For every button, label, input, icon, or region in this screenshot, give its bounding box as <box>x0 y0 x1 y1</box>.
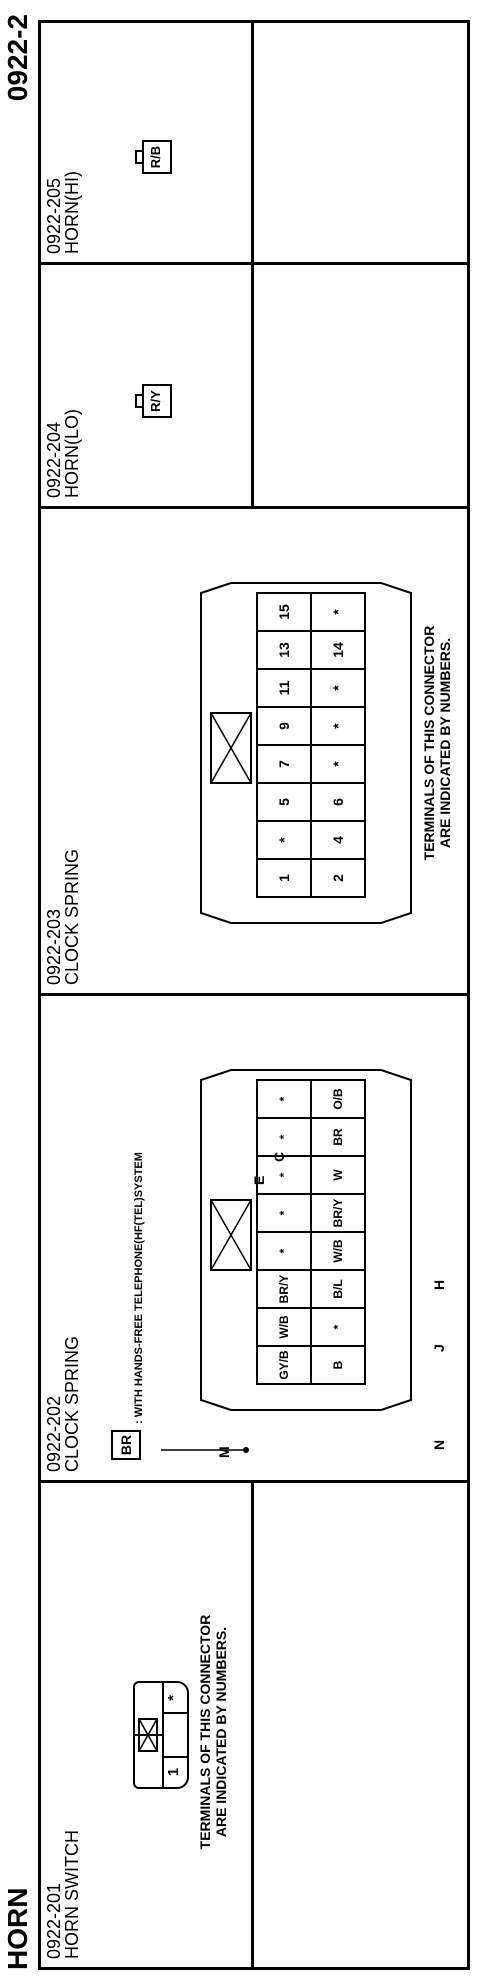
terminal-cell: 7 <box>257 745 311 783</box>
terminal-cell: 9 <box>257 707 311 745</box>
connector-housing: 1 * <box>133 1681 189 1789</box>
terminal-cell: * <box>257 1232 311 1270</box>
terminal-cell: * <box>257 1118 311 1156</box>
terminal-cell: * <box>257 1194 311 1232</box>
terminal-cell: BR <box>311 1118 365 1156</box>
terminal-cell: 6 <box>311 783 365 821</box>
cell-horn-hi: 0922-205 HORN(HI) R/B <box>41 23 254 262</box>
terminal-cell: B <box>311 1346 365 1384</box>
clock-spring-housing <box>161 1069 412 1453</box>
terminal-cell: B/L <box>311 1270 365 1308</box>
connector-name: HORN(LO) <box>62 409 82 498</box>
cell-horn-lo: 0922-204 HORN(LO) R/Y <box>41 262 254 506</box>
letter-n: N <box>431 1439 447 1450</box>
letter-h: H <box>431 1279 447 1290</box>
terminal-1: 1 <box>165 1767 182 1777</box>
terminal-cell: * <box>311 1308 365 1346</box>
letter-j: J <box>431 1344 447 1352</box>
terminal-cell: 5 <box>257 783 311 821</box>
connector-note: TERMINALS OF THIS CONNECTOR ARE INDICATE… <box>421 603 453 883</box>
cell-horn-switch: 0922-201 HORN SWITCH 1 * TERMINALS OF TH… <box>41 1480 254 1967</box>
terminal-cell: * <box>311 593 365 631</box>
terminal-cell: O/B <box>311 1080 365 1118</box>
terminal-cell: 14 <box>311 631 365 669</box>
terminal-cell: W <box>311 1156 365 1194</box>
callout-note: : WITH HANDS-FREE TELEPHONE(HF(TEL)SYSTE… <box>133 1152 145 1424</box>
page-number: 0922-2 <box>2 14 33 102</box>
terminal-cell: * <box>257 1156 311 1194</box>
connector-name: HORN(HI) <box>62 171 82 254</box>
terminal-cell: GY/B <box>257 1346 311 1384</box>
cell-empty <box>254 1480 467 1967</box>
terminal-cell: BR/Y <box>257 1270 311 1308</box>
wire-color-box: R/B <box>142 140 172 174</box>
cell-clock-spring-202: 0922-202 CLOCK SPRING BR : WITH HANDS-FR… <box>41 993 467 1480</box>
terminal-cell: 15 <box>257 593 311 631</box>
wire-color-box: R/Y <box>142 384 172 418</box>
note-line: TERMINALS OF THIS CONNECTOR <box>421 625 437 861</box>
cell-empty <box>254 23 467 262</box>
terminal-cell: 13 <box>257 631 311 669</box>
cell-empty <box>254 262 467 506</box>
clock-spring-housing <box>200 582 412 924</box>
connector-frame: 0922-201 HORN SWITCH 1 * TERMINALS OF TH… <box>38 20 470 1970</box>
terminal-star: * <box>165 1695 182 1701</box>
terminal-cell: * <box>311 669 365 707</box>
housing-outline <box>135 1683 187 1787</box>
terminal-cell: 4 <box>311 821 365 859</box>
note-line: ARE INDICATED BY NUMBERS. <box>437 637 453 849</box>
terminal-cell: * <box>257 1080 311 1118</box>
letter-m: M <box>216 1446 232 1458</box>
note-line: TERMINALS OF THIS CONNECTOR <box>197 1614 213 1850</box>
terminal-cell: W/B <box>311 1232 365 1270</box>
connector-name: CLOCK SPRING <box>62 848 82 985</box>
terminal-cell: 1 <box>257 859 311 897</box>
terminal-cell: 2 <box>311 859 365 897</box>
terminal-cell: BR/Y <box>311 1194 365 1232</box>
terminal-cell: 11 <box>257 669 311 707</box>
note-line: ARE INDICATED BY NUMBERS. <box>213 1626 229 1838</box>
terminal-cell: * <box>311 745 365 783</box>
connector-note: TERMINALS OF THIS CONNECTOR ARE INDICATE… <box>197 1607 229 1857</box>
terminal-cell: * <box>311 707 365 745</box>
connector-name: HORN SWITCH <box>62 1830 82 1959</box>
connector-name: CLOCK SPRING <box>62 1335 82 1472</box>
page-title: HORN <box>2 1887 33 1970</box>
terminal-cell: * <box>257 821 311 859</box>
callout-wire-box: BR <box>111 1430 141 1460</box>
terminal-cell: W/B <box>257 1308 311 1346</box>
